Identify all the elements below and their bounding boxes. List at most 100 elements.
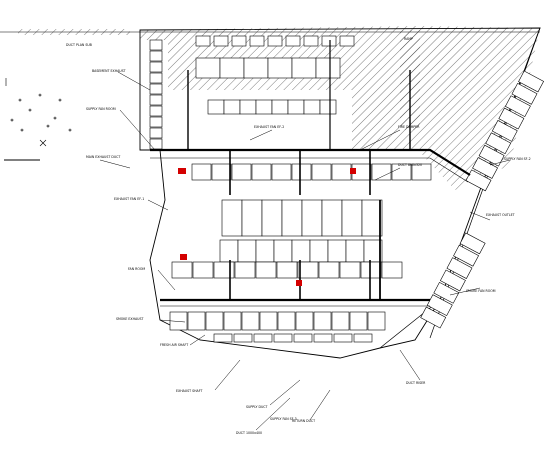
callout-4: FAN ROOM [128,267,145,271]
callout-15: EXHAUST FAN EF-2 [254,125,284,129]
label-header: DUCT PLAN SUB [66,43,92,47]
callout-5: SMOKE EXHAUST [116,317,144,321]
north-room [303,35,319,47]
north-bay [315,57,341,79]
callout-18: MAIN EXHAUST DUCT [86,155,120,159]
south-diagonal-wall [379,299,441,349]
north-lower-bay [271,99,289,115]
callout-16: DUCT 1000x400 [236,431,262,435]
left-site-symbols [4,78,72,161]
north-room [213,35,229,47]
south-outer-bay [233,333,253,343]
north-bay [219,57,245,79]
south-edge-bay [223,311,242,331]
southeast-bay [439,269,466,292]
hatched-zone-east [418,26,540,190]
southeast-bay [433,281,460,304]
callout-13: SUPPLY FAN SF-2 [504,157,531,161]
east-bay [518,70,545,93]
south-edge-bay [313,311,332,331]
center-lower-bay [345,239,365,263]
callout-2: SUPPLY FAN ROOM [86,107,116,111]
center-block-bay [261,199,283,237]
south-bay [276,261,298,279]
west-bay [149,127,163,139]
callout-8: SUPPLY DUCT [246,405,268,409]
callout-10: DUCT RISER [406,381,426,385]
west-bay [149,50,163,62]
east-bay [511,82,538,105]
north-bay [243,57,269,79]
southeast-bay [426,294,453,317]
center-block-bay [321,199,343,237]
north-bay [291,57,317,79]
southeast-ramp-bays [420,232,486,329]
south-outer-bay [253,333,273,343]
southeast-bay [459,232,486,255]
north-lower-bay [255,99,273,115]
west-bay [149,116,163,128]
south-bay [192,261,214,279]
center-block-bay [361,199,383,237]
north-bay [267,57,293,79]
callout-17: DUCT 800x320 [398,163,422,167]
south-outer-bay [353,333,373,343]
south-outer-bay [213,333,233,343]
callout-3: EXHAUST FAN EF-1 [114,197,144,201]
callout-19: SUPPLY FAN SF-3 [270,417,297,421]
southeast-bay [453,244,479,267]
east-ramp-bays [465,70,545,192]
central-bay [291,163,312,181]
west-bay [149,138,163,150]
central-bay [191,163,212,181]
callout-11: SMOKE FAN ROOM [466,289,496,293]
west-bay [149,61,163,73]
southeast-bay [420,306,447,329]
east-bay [485,132,512,155]
south-outer-bay [273,333,293,343]
south-edge-bay [277,311,296,331]
north-bay [195,57,221,79]
parking-bays-group [149,35,545,343]
west-bay [149,105,163,117]
southeast-bay [446,257,473,279]
callout-20: RAMP [404,37,413,41]
center-lower-bay [327,239,347,263]
north-room [249,35,265,47]
callout-14: FIRE DAMPER [398,125,420,129]
east-bay [504,95,531,118]
south-bay [318,261,340,279]
center-lower-bay [273,239,293,263]
center-lower-bay [255,239,275,263]
south-edge-bay [205,311,224,331]
center-block-bay [281,199,303,237]
south-bay [381,261,403,279]
east-bay [491,120,518,142]
central-bay [411,163,432,181]
central-bay [251,163,272,181]
south-bay [234,261,256,279]
south-outer-bay [313,333,333,343]
south-bay [171,261,193,279]
fire-damper-markers [178,168,356,286]
north-room [267,35,283,47]
north-lower-bay [239,99,257,115]
center-block-bay [301,199,323,237]
callout-leaders [99,71,511,431]
central-bay [211,163,232,181]
south-edge-bay [349,311,368,331]
central-bay [371,163,392,181]
callouts: DUCT PLAN SUB BASEMENT EXHAUST SUPPLY FA… [66,37,531,435]
north-room [285,35,301,47]
east-bay [472,157,498,179]
callout-6: FRESH AIR SHAFT [160,343,188,347]
north-lower-bay [287,99,305,115]
west-bay [149,72,163,84]
hatched-zone-north [140,26,418,150]
south-edge-bay [367,311,386,331]
north-lower-bay [207,99,225,115]
central-bay [271,163,292,181]
south-bay [339,261,361,279]
